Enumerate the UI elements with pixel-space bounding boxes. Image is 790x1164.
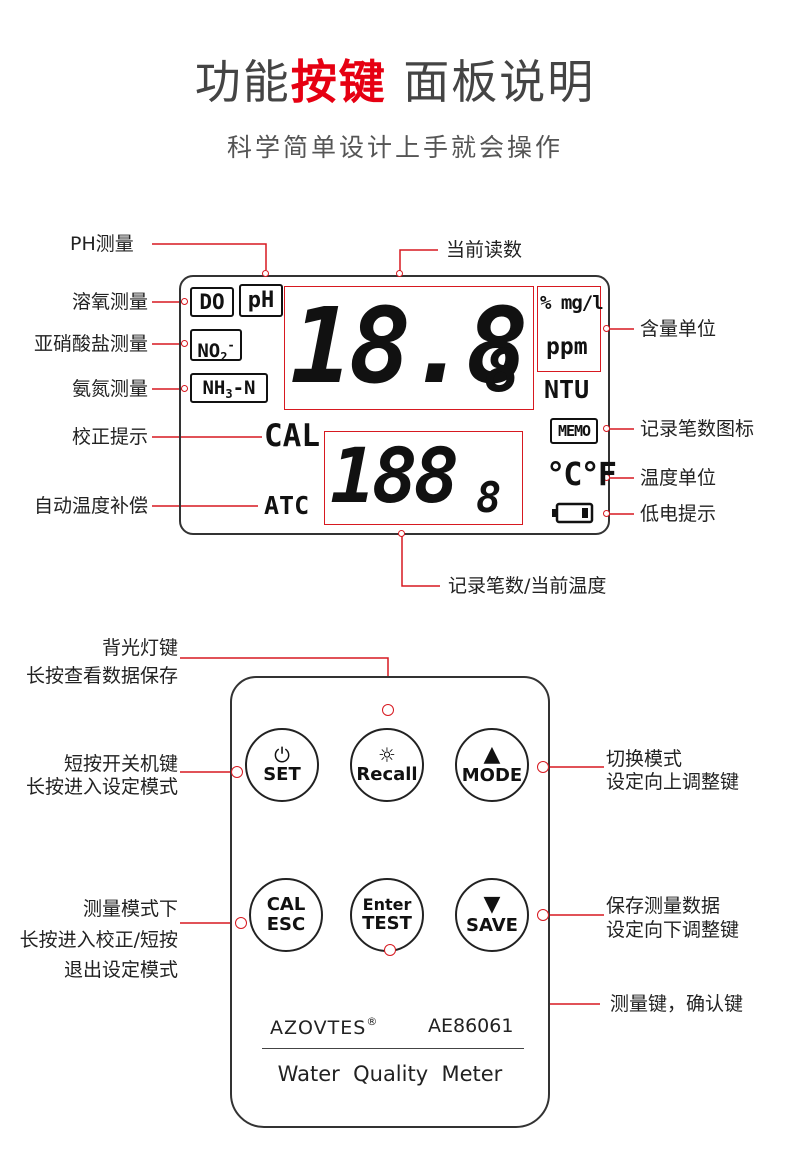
unit-ppm: ppm [546, 334, 588, 360]
label-low-battery: 低电提示 [640, 503, 717, 525]
main-reading-frame [284, 286, 534, 410]
label-current-reading: 当前读数 [446, 239, 523, 261]
ph-indicator: pH [239, 284, 283, 317]
temperature-unit: °C°F [546, 455, 617, 493]
sub-reading-small-digit: 8 [476, 473, 501, 522]
connector-dot [398, 530, 405, 537]
mode-button[interactable]: ▲ MODE [455, 728, 529, 802]
label-calibration: 校正提示 [71, 426, 148, 448]
connector-dot [181, 298, 188, 305]
page-title: 功能按键 面板说明 [194, 55, 596, 109]
label-backlight-2: 长按查看数据保存 [25, 665, 178, 687]
up-arrow-icon: ▲ [483, 742, 501, 767]
set-button[interactable]: ⏻ SET [245, 728, 319, 802]
main-reading-digits: 18.8 [290, 285, 528, 407]
sub-reading-frame [324, 431, 523, 525]
connector-dot [537, 909, 549, 921]
atc-indicator: ATC [264, 491, 310, 520]
page-subtitle: 科学简单设计上手就会操作 [226, 133, 563, 162]
connector-dot [262, 270, 269, 277]
cal-esc-button[interactable]: CAL ESC [249, 878, 323, 952]
model-number: AE86061 [428, 1015, 514, 1037]
connector-dot [603, 474, 610, 481]
product-name: Water Quality Meter [277, 1062, 503, 1086]
label-cal-1: 测量模式下 [82, 898, 178, 920]
label-test: 测量键，确认键 [610, 993, 744, 1015]
power-icon: ⏻ [274, 743, 290, 767]
label-ph: PH测量 [70, 233, 134, 255]
label-nitrite: 亚硝酸盐测量 [33, 333, 148, 355]
connector-dot [235, 917, 247, 929]
label-atc: 自动温度补偿 [33, 495, 148, 517]
unit-ntu: NTU [544, 375, 590, 404]
label-cal-2: 长按进入校正/短按 [19, 929, 178, 951]
battery-icon [552, 502, 594, 524]
cal-indicator: CAL [264, 418, 320, 454]
recall-button[interactable]: ☼ Recall [350, 728, 424, 802]
enter-test-button[interactable]: Enter TEST [350, 878, 424, 952]
label-temp-unit: 温度单位 [640, 467, 717, 489]
unit-percent-mgl: % mg/l [540, 292, 604, 314]
label-mode-1: 切换模式 [606, 748, 683, 770]
brand-name: AZOVTES® [270, 1015, 379, 1039]
label-cal-3: 退出设定模式 [63, 959, 178, 981]
label-power-2: 长按进入设定模式 [25, 776, 178, 798]
label-do: 溶氧测量 [71, 291, 148, 313]
no2-indicator: NO2- [190, 329, 242, 364]
connector-dot [384, 944, 396, 956]
content-unit-frame [537, 286, 601, 372]
label-ammonia: 氨氮测量 [71, 378, 148, 400]
label-save-2: 设定向下调整键 [606, 919, 740, 941]
do-indicator: DO [190, 287, 234, 317]
label-content-unit: 含量单位 [640, 318, 717, 340]
label-record-temp: 记录笔数/当前温度 [448, 575, 607, 597]
connector-dot [603, 425, 610, 432]
connector-dot [231, 766, 243, 778]
divider [262, 1048, 524, 1049]
label-power-1: 短按开关机键 [63, 753, 178, 775]
label-backlight-1: 背光灯键 [101, 637, 178, 659]
connector-dot [181, 340, 188, 347]
lcd-display [179, 275, 610, 535]
connector-dot [396, 270, 403, 277]
nh3n-indicator: NH3-N [190, 373, 268, 403]
connector-dot [603, 325, 610, 332]
connector-dot [181, 385, 188, 392]
sub-reading-digits: 188 [330, 431, 459, 520]
connector-dot [382, 704, 394, 716]
memo-icon: MEMO [550, 418, 598, 444]
backlight-icon: ☼ [378, 743, 396, 767]
main-reading-small-digit: 8 [484, 336, 520, 406]
label-mode-2: 设定向上调整键 [606, 771, 740, 793]
save-button[interactable]: ▼ SAVE [455, 878, 529, 952]
label-save-1: 保存测量数据 [606, 895, 721, 917]
connector-dot [603, 510, 610, 517]
label-memo-icon: 记录笔数图标 [640, 418, 755, 440]
connector-dot [537, 761, 549, 773]
down-arrow-icon: ▼ [483, 892, 501, 917]
title-highlight: 按键 [290, 55, 387, 109]
